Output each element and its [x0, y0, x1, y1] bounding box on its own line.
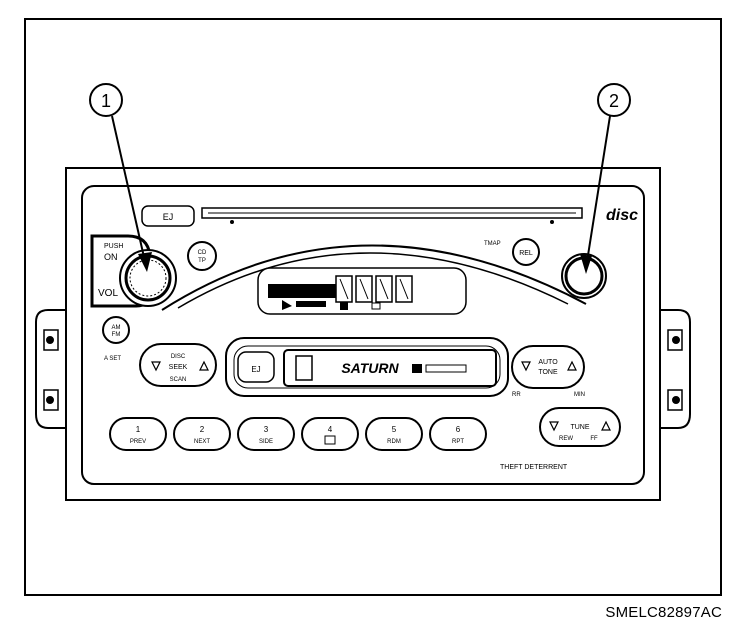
tune-rocker-button[interactable]: TUNE REW FF: [539, 407, 621, 447]
rr-label: RR: [512, 392, 521, 398]
figure-id: SMELC82897AC: [605, 604, 722, 621]
preset-label: RPT: [452, 439, 464, 445]
ff-label: FF: [590, 436, 598, 442]
cd-tp-line1: CD: [198, 250, 207, 256]
seek-bottom-label: SCAN: [170, 377, 187, 383]
figure-frame: [24, 18, 722, 596]
saturn-logo: SATURN: [341, 360, 399, 376]
am-fm-line1: AM: [112, 325, 121, 331]
preset-number: 1: [136, 425, 141, 434]
preset-number: 2: [200, 425, 205, 434]
preset-label: SIDE: [259, 439, 273, 445]
seek-middle-label: SEEK: [169, 364, 188, 371]
cd-slot: [201, 207, 583, 224]
cd-eject-button[interactable]: EJ: [141, 205, 195, 227]
callout-2-number: 2: [609, 91, 619, 111]
disc-logo: disc: [606, 207, 638, 224]
lower-arch: [177, 252, 569, 309]
rel-label: REL: [519, 250, 533, 257]
auto-label: AUTO: [538, 359, 558, 366]
rew-label: REW: [559, 436, 573, 442]
callout-1: 1: [89, 83, 152, 272]
aset-label: A SET: [104, 356, 121, 362]
preset-label: RDM: [387, 439, 401, 445]
cd-eject-label: EJ: [163, 212, 174, 222]
min-label: MIN: [574, 392, 585, 398]
callout-1-number: 1: [101, 91, 111, 111]
theft-deterrent-label: THEFT DETERRENT: [500, 464, 568, 471]
am-fm-button[interactable]: AM FM: [102, 316, 130, 344]
volume-knob[interactable]: [119, 249, 177, 307]
cassette-eject-label: EJ: [251, 365, 260, 374]
seek-top-label: DISC: [171, 354, 186, 360]
cassette-door[interactable]: SATURN: [283, 349, 497, 387]
right-mounting-bracket: [657, 309, 691, 429]
cd-tp-line2: TP: [198, 258, 206, 264]
preset-number: 6: [456, 425, 461, 434]
auto-tone-button[interactable]: AUTO TONE: [511, 345, 585, 389]
lcd-display: [257, 267, 467, 315]
tone-label: TONE: [538, 369, 558, 376]
tmap-label: TMAP: [484, 241, 501, 247]
tape-icon: [324, 435, 336, 445]
on-label: ON: [104, 252, 118, 262]
upper-arch: [161, 244, 587, 311]
preset-number: 5: [392, 425, 397, 434]
cd-tp-button[interactable]: CD TP: [187, 241, 217, 271]
vol-label: VOL: [98, 288, 118, 299]
preset-button-4[interactable]: 4: [301, 417, 359, 451]
callout-2: 2: [580, 83, 631, 274]
push-label: PUSH: [104, 243, 123, 250]
preset-number: 4: [328, 425, 333, 434]
tune-knob[interactable]: [561, 253, 607, 299]
preset-label: PREV: [130, 439, 146, 445]
cassette-eject-button[interactable]: EJ: [237, 351, 275, 383]
seek-button[interactable]: DISC SEEK SCAN: [139, 343, 217, 387]
rel-button[interactable]: REL: [512, 238, 540, 266]
preset-number: 3: [264, 425, 269, 434]
preset-label: NEXT: [194, 439, 210, 445]
tune-label: TUNE: [570, 424, 589, 431]
am-fm-line2: FM: [112, 332, 121, 338]
left-mounting-bracket: [35, 309, 69, 429]
radio-faceplate: [81, 185, 645, 485]
